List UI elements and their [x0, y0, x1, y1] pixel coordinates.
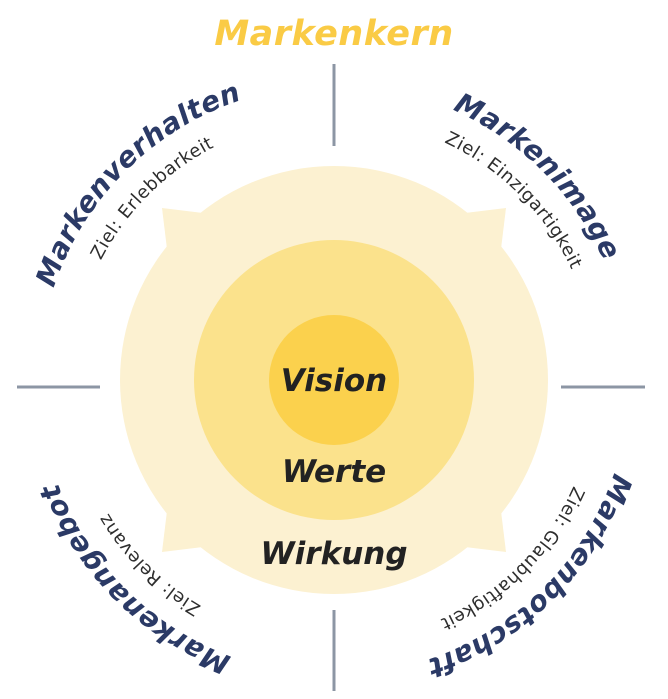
- burst-point-nw-icon: [162, 208, 244, 290]
- center-label-wirkung: Wirkung: [260, 536, 407, 572]
- burst-point-se-icon: [424, 470, 506, 552]
- center-label-vision: Vision: [281, 363, 388, 399]
- axis-ticks: [17, 64, 645, 691]
- burst-point-sw-icon: [162, 470, 244, 552]
- page-title: Markenkern: [214, 14, 453, 54]
- burst-point-ne-icon: [424, 208, 506, 290]
- center-label-werte: Werte: [282, 454, 386, 490]
- inner-circle: [269, 315, 399, 445]
